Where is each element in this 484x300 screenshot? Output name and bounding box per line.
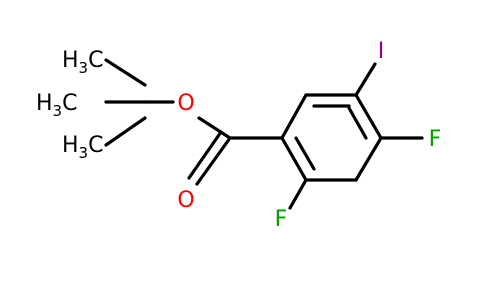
bond-ring-inner-1 xyxy=(294,136,316,171)
bond-ring-c6-c1 xyxy=(280,93,308,140)
bond-ring-fluorine-2 xyxy=(288,178,308,210)
ester-oxygen-label: O xyxy=(177,91,194,116)
methyl-top-c: C xyxy=(88,48,103,73)
methyl-mid-c: C xyxy=(62,91,77,116)
bond-ring-iodine xyxy=(354,62,377,97)
bond-carbonyl-double-a xyxy=(195,136,232,186)
bond-carbonyl-double-b xyxy=(187,130,223,180)
methyl-top-subscript: 3 xyxy=(79,59,89,77)
carbonyl-oxygen-label: O xyxy=(177,188,194,213)
methyl-mid-subscript: 3 xyxy=(53,102,63,120)
bond-ring-c4-c5 xyxy=(354,93,383,140)
methyl-mid-h: H xyxy=(36,91,53,116)
iodine-label: I xyxy=(378,39,385,64)
bond-ring-inner-2 xyxy=(347,106,368,140)
methyl-label-bot: H3C xyxy=(62,133,103,162)
methyl-bot-h: H xyxy=(62,133,79,158)
bond-ring-c1-c2 xyxy=(280,136,308,182)
methyl-bot-c: C xyxy=(88,133,103,158)
methyl-bot-subscript: 3 xyxy=(79,144,89,162)
methyl-label-top: H3C xyxy=(62,48,103,77)
methyl-label-mid: H3C xyxy=(36,91,77,120)
bond-ester-o-carbonyl xyxy=(197,116,232,140)
bond-lines xyxy=(104,58,424,210)
methyl-top-h: H xyxy=(62,48,79,73)
bond-methyl-top xyxy=(104,58,147,87)
fluorine-2-label: F xyxy=(275,207,288,232)
bond-ring-c3-c4 xyxy=(354,136,383,182)
bond-methyl-bot xyxy=(104,116,147,147)
fluorine-4-label: F xyxy=(429,127,442,152)
